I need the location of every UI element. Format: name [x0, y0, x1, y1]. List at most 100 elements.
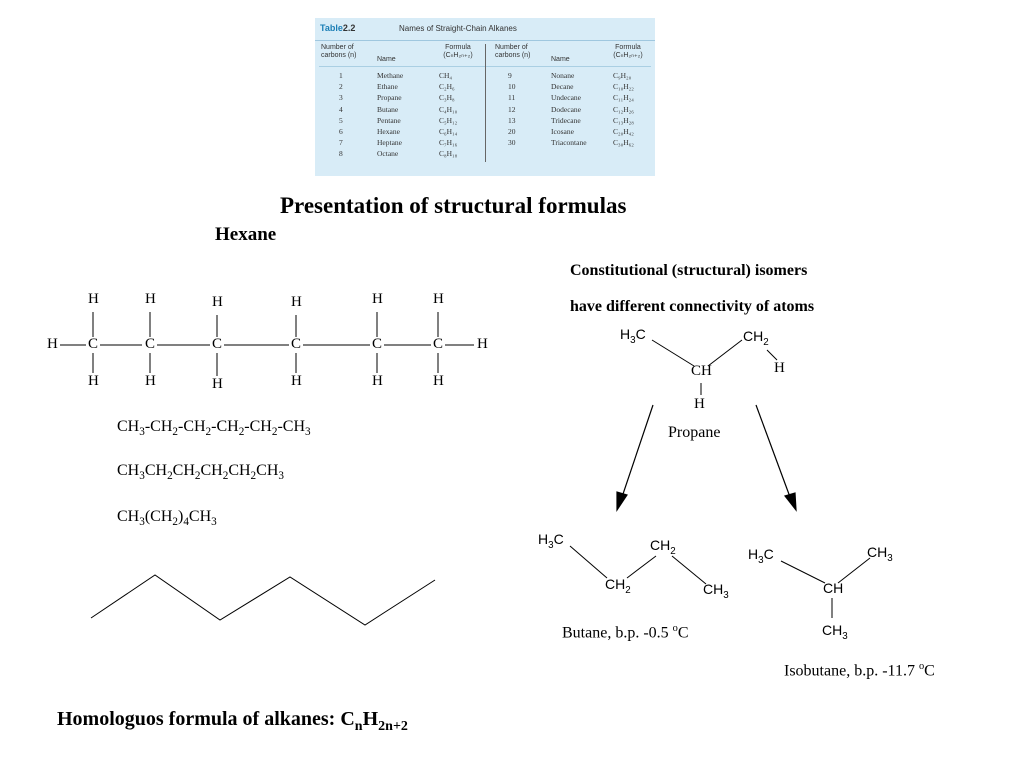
table-cell-name: Icosane — [551, 127, 574, 136]
isobutane-ch3-bottom: CH3 — [822, 622, 848, 642]
propane-h-bottom: H — [694, 396, 705, 412]
table-cell-name: Decane — [551, 82, 574, 92]
table-cell-formula: C₅H₁₂ — [439, 115, 458, 125]
table-cell-name: Undecane — [551, 93, 581, 103]
hexane-hydrogen-top-6: H — [433, 291, 444, 307]
hexane-carbon-6: C — [433, 336, 444, 352]
col-header-name-left: Name — [377, 56, 396, 63]
condensed-formula-2: CH3CH2CH2CH2CH2CH3 — [117, 462, 284, 483]
table-cell-name: Tridecane — [551, 115, 581, 125]
table-column-divider — [485, 44, 486, 162]
hexane-carbon-2: C — [145, 336, 156, 352]
table-cell-formula: C₂H₆ — [439, 82, 455, 92]
hexane-bonds — [60, 312, 474, 376]
hexane-hydrogen-top-4: H — [291, 294, 302, 310]
table-label: Table2.2 — [320, 23, 356, 33]
page-title: Presentation of structural formulas — [280, 193, 627, 218]
propane-ch: CH — [691, 363, 712, 379]
butane-ch2-top: CH2 — [650, 537, 676, 557]
table-cell-n: 6 — [339, 127, 343, 136]
table-cell-name: Octane — [377, 149, 399, 159]
table-cell-n: 9 — [508, 71, 512, 80]
table-cell-formula: C₃H₈ — [439, 93, 455, 103]
condensed-formula-3: CH3(CH2)4CH3 — [117, 508, 217, 529]
homologous-text: Homologuos formula of alkanes: — [57, 708, 341, 730]
isomers-definition-line2: have different connectivity of atoms — [570, 298, 815, 315]
propane-h3c: H3C — [620, 326, 646, 346]
table-cell-n: 11 — [508, 93, 516, 103]
table-cell-formula: C₁₂H₂₆ — [613, 104, 634, 114]
alkane-names-table: Table2.2 Names of Straight-Chain Alkanes… — [315, 18, 655, 176]
reaction-arrows — [616, 404, 797, 512]
col-header-carbons-left: Number of carbons (n) — [321, 44, 357, 59]
hexane-hydrogen-bottom-2: H — [145, 373, 156, 389]
homologous-formula: Homologuos formula of alkanes: CnH2n+2 — [57, 708, 408, 735]
table-cell-n: 5 — [339, 115, 343, 125]
table-cell-name: Dodecane — [551, 104, 581, 114]
col-header-name-right: Name — [551, 56, 570, 63]
table-cell-formula: C₁₁H₂₄ — [613, 93, 634, 103]
butane-ch3: CH3 — [703, 581, 729, 601]
propane-h-right: H — [774, 360, 785, 376]
table-cell-formula: C₈H₁₈ — [439, 149, 458, 159]
table-title: Names of Straight-Chain Alkanes — [399, 24, 517, 33]
table-cell-formula: C₃₀H₆₂ — [613, 138, 634, 148]
isobutane-h3c: H3C — [748, 546, 774, 566]
table-cell-name: Propane — [377, 93, 402, 103]
hexane-carbon-5: C — [372, 336, 383, 352]
condensed-formula-1: CH3-CH2-CH2-CH2-CH2-CH3 — [117, 418, 311, 439]
table-cell-formula: C₆H₁₄ — [439, 127, 458, 136]
hexane-hydrogen-top-1: H — [88, 291, 99, 307]
table-cell-name: Triacontane — [551, 138, 587, 148]
table-cell-formula: C₇H₁₆ — [439, 138, 458, 148]
table-cell-n: 20 — [508, 127, 516, 136]
table-cell-n: 12 — [508, 104, 516, 114]
hexane-hydrogen-bottom-3: H — [212, 376, 223, 392]
table-cell-formula: C₁₀H₂₂ — [613, 82, 634, 92]
table-cell-n: 4 — [339, 104, 343, 114]
table-cell-name: Nonane — [551, 71, 575, 80]
table-cell-n: 7 — [339, 138, 343, 148]
hexane-hydrogen-bottom-4: H — [291, 373, 302, 389]
table-cell-formula: C₁₃H₂₈ — [613, 115, 634, 125]
table-cell-name: Ethane — [377, 82, 398, 92]
propane-ch2: CH2 — [743, 328, 769, 348]
col-header-formula-right: Formula (CₙH₂ₙ₊₂) — [613, 44, 643, 59]
hexane-carbon-1: C — [88, 336, 99, 352]
table-cell-name: Hexane — [377, 127, 400, 136]
isobutane-caption: Isobutane, b.p. -11.7 oC — [784, 661, 935, 680]
hexane-carbon-4: C — [291, 336, 302, 352]
hexane-carbon-3: C — [212, 336, 223, 352]
table-cell-formula: C₉H₂₀ — [613, 71, 632, 80]
butane-ch2-bottom: CH2 — [605, 576, 631, 596]
butane-bonds — [569, 545, 707, 585]
butane-caption: Butane, b.p. -0.5 oC — [562, 623, 689, 642]
butane-h3c: H3C — [538, 531, 564, 551]
hexane-hydrogen-bottom-6: H — [433, 373, 444, 389]
skeletal-formula — [90, 574, 436, 626]
table-cell-formula: C₄H₁₀ — [439, 104, 458, 114]
hexane-hydrogen-left: H — [47, 336, 58, 352]
hexane-hydrogen-bottom-1: H — [88, 373, 99, 389]
table-cell-name: Heptane — [377, 138, 402, 148]
table-header-bar: Table2.2 Names of Straight-Chain Alkanes — [315, 18, 655, 41]
isobutane-bonds — [780, 557, 871, 618]
table-cell-n: 8 — [339, 149, 343, 159]
table-cell-n: 30 — [508, 138, 516, 148]
hexane-hydrogen-top-5: H — [372, 291, 383, 307]
hexane-hydrogen-top-2: H — [145, 291, 156, 307]
hexane-hydrogen-top-3: H — [212, 294, 223, 310]
isobutane-ch: CH — [823, 580, 844, 596]
table-cell-n: 3 — [339, 93, 343, 103]
propane-name: Propane — [668, 424, 721, 441]
table-cell-formula: C₂₀H₄₂ — [613, 127, 634, 136]
table-cell-n: 10 — [508, 82, 516, 92]
propane-bonds — [651, 339, 778, 395]
isomers-definition-line1: Constitutional (structural) isomers — [570, 262, 808, 279]
table-cell-name: Pentane — [377, 115, 401, 125]
table-cell-n: 2 — [339, 82, 343, 92]
table-cell-name: Butane — [377, 104, 399, 114]
hexane-hydrogen-bottom-5: H — [372, 373, 383, 389]
hexane-label: Hexane — [215, 224, 277, 245]
